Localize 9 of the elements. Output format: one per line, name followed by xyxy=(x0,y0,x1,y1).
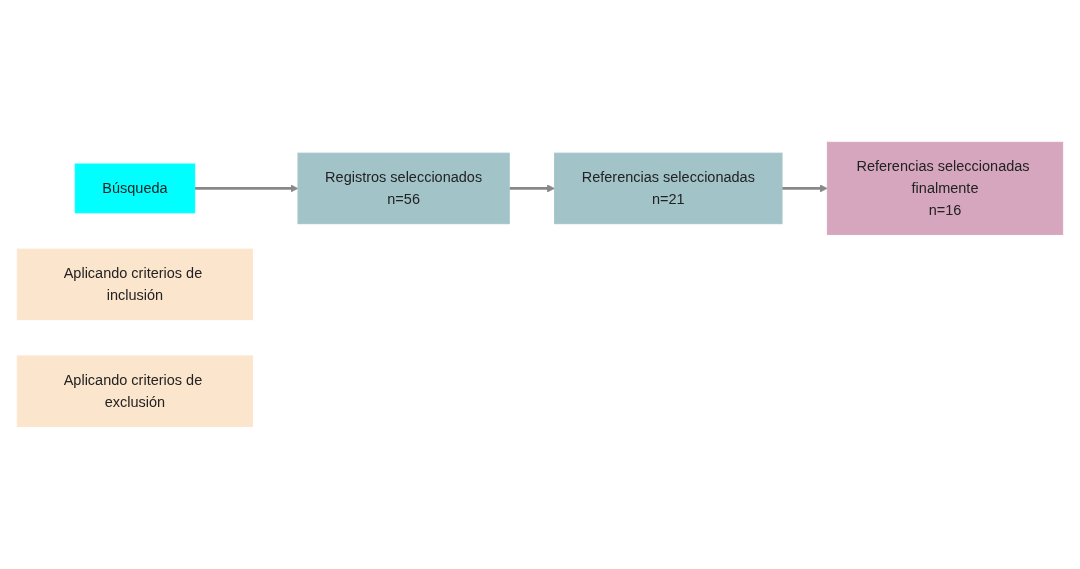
node-box: Aplicando criterios de exclusión xyxy=(16,355,254,428)
node-box: Referencias seleccionadas n=21 xyxy=(554,152,783,225)
node-box: Búsqueda xyxy=(74,163,196,214)
node-box: Referencias seleccionadas finalmente n=16 xyxy=(826,141,1064,236)
arrow xyxy=(782,184,828,193)
node-box: Aplicando criterios de inclusión xyxy=(16,248,254,321)
node-box: Registros seleccionados n=56 xyxy=(297,152,510,225)
arrow xyxy=(509,184,555,193)
arrow xyxy=(194,184,299,193)
